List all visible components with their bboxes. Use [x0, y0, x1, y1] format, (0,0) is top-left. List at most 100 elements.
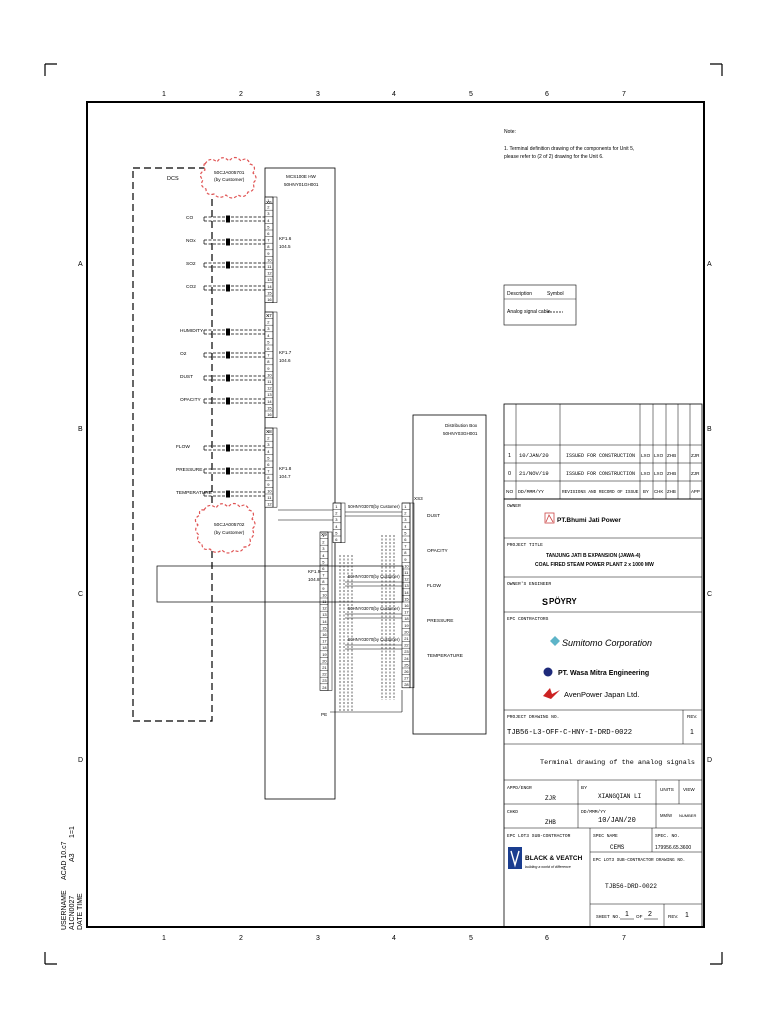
- note-line-2: please refer to (2 of 2) drawing for the…: [504, 154, 604, 160]
- terminal-block-x8-terminal-5: 5: [267, 455, 270, 460]
- revision-table: 1 10/JAN/20 ISSUED FOR CONSTRUCTION LXO …: [503, 403, 703, 500]
- terminal-block-x9-top-terminal-3: 3: [335, 517, 338, 522]
- rev0-app: ZHB: [667, 471, 676, 476]
- rev0-date: 21/NOV/19: [519, 470, 549, 477]
- terminal-block-x6-terminal-6: 6: [267, 231, 270, 236]
- x8-label: X8: [266, 429, 272, 434]
- rev2-value: 1: [685, 912, 689, 919]
- project-label: PROJECT TITLE: [507, 542, 543, 548]
- grid-col-6: 6: [545, 91, 549, 98]
- terminal-block-x7-terminal-3: 3: [267, 326, 270, 331]
- terminal-block-x9-terminal-2: 2: [322, 540, 325, 545]
- terminal-block-x9-terminal-13: 13: [322, 612, 327, 617]
- rev0-by: LXO: [641, 471, 651, 476]
- kf7-label: KF1.7: [279, 350, 292, 355]
- drawing-title: Terminal drawing of the analog signals: [540, 759, 695, 767]
- margin-line-5: 1=1: [69, 826, 76, 838]
- terminal-block-xs3-terminal-10: 10: [404, 563, 409, 568]
- terminal-block-xs3-terminal-27: 27: [404, 676, 409, 681]
- dcs-signal-c-2: PRESSURE: [176, 467, 202, 473]
- rev-header-no: NO: [506, 489, 513, 495]
- kf6b-label: 104.5: [279, 244, 291, 249]
- terminal-block-x8-terminal-8: 8: [267, 475, 270, 480]
- terminal-block-x9-terminal-15: 15: [322, 625, 327, 630]
- rev1-desc: ISSUED FOR CONSTRUCTION: [566, 453, 635, 459]
- distribution-tag: 50HNY03GH001: [443, 431, 478, 436]
- grid-col-4: 4: [392, 91, 396, 98]
- terminal-block-x8-terminal-1: 1: [267, 429, 270, 434]
- sheet-of: OF: [636, 914, 643, 919]
- terminal-block-x9-top-relay: [340, 502, 346, 543]
- terminal-block-xs3-terminal-25: 25: [404, 662, 409, 667]
- engineer-label: OWNER'S ENGINEER: [507, 581, 551, 587]
- terminal-block-xs3-terminal-1: 1: [404, 504, 407, 509]
- grid-row-b-right: B: [707, 426, 712, 433]
- terminal-block-xs3-terminal-23: 23: [404, 649, 409, 654]
- cabinet-tag: 50HNY01GH001: [284, 182, 319, 187]
- terminal-block-xs3-terminal-13: 13: [404, 583, 409, 588]
- margin-stamp: USERNAME ACAD 10.c7 A1CN0027 A3 1=1 DATE…: [61, 826, 84, 930]
- rev0-chk: LXO: [654, 471, 664, 476]
- drawing-number: TJB56-L3-OFF-C-HNY-I-DRD-0022: [507, 729, 632, 737]
- terminal-block-x6-terminal-16: 16: [267, 297, 272, 302]
- grid-col-6-bottom: 6: [545, 935, 549, 942]
- cloud-top-line-1: 50CJA005701: [214, 170, 245, 176]
- terminal-block-x9-terminal-22: 22: [322, 672, 327, 677]
- terminal-block-xs3-terminal-7: 7: [404, 544, 407, 549]
- cable-b-2-shield: [226, 351, 230, 359]
- pe-label: PE: [321, 712, 327, 717]
- engineer-name: PÖYRY: [549, 597, 577, 606]
- shield-loop-box: [156, 565, 404, 603]
- rev1-no: 1: [508, 453, 511, 459]
- terminal-block-x7-terminal-8: 8: [267, 359, 270, 364]
- engineer-s: S: [542, 597, 548, 607]
- chkd-label: CHKD: [507, 809, 518, 815]
- customer-cloud-top: 50CJA005701 (by Customer): [199, 156, 257, 199]
- terminal-block-xs3-terminal-22: 22: [404, 643, 409, 648]
- date-label: DD/MMM/YY: [581, 809, 606, 815]
- distribution-signal-4: PRESSURE: [427, 618, 453, 624]
- interbox-cable-label-4: 50HNY03070(by Customer): [348, 637, 400, 642]
- rev1-date: 10/JAN/20: [519, 452, 549, 459]
- terminal-block-xs3-terminal-18: 18: [404, 616, 409, 621]
- cloud-bottom-line-1: 50CJA005702: [214, 522, 245, 528]
- kf9-label: KF1.9: [308, 569, 321, 574]
- terminal-block-x9-terminal-17: 17: [322, 639, 327, 644]
- rev2-label: REV.: [668, 914, 678, 919]
- terminal-block-xs3-terminal-15: 15: [404, 596, 409, 601]
- crop-marks: [44, 63, 723, 965]
- subcontractor-tag: building a world of difference: [525, 865, 571, 869]
- cable-b-4-shield: [226, 397, 230, 405]
- units-value: MM/W: [660, 813, 672, 818]
- legend-analog-cable: Analog signal cable: [507, 309, 551, 315]
- rev0-appr: ZJR: [691, 471, 700, 476]
- wasa-logo-icon: [543, 667, 553, 677]
- terminal-block-xs3-terminal-28: 28: [404, 682, 409, 687]
- terminal-block-x7-terminal-5: 5: [267, 339, 270, 344]
- dcs-signal-a-3: SO2: [186, 261, 196, 267]
- rev0-desc: ISSUED FOR CONSTRUCTION: [566, 471, 635, 477]
- cable-a-3-shield: [226, 261, 230, 269]
- terminal-block-x9-terminal-18: 18: [322, 645, 327, 650]
- grid-col-2: 2: [239, 91, 243, 98]
- dcs-signal-b-4: OPACITY: [180, 397, 202, 403]
- terminal-block-x8-terminal-11: 11: [267, 495, 272, 500]
- dcs-signal-b-2: O2: [180, 351, 187, 357]
- legend-table: Description Symbol Analog signal cable: [503, 284, 577, 326]
- terminal-block-x9-top-terminal-4: 4: [335, 524, 338, 529]
- grid-col-7: 7: [622, 91, 626, 98]
- terminal-block-x7-terminal-10: 10: [267, 372, 272, 377]
- dcs-signal-c-3: TEMPERATURE: [176, 490, 212, 496]
- margin-line-1: USERNAME: [61, 890, 68, 930]
- terminal-block-x7-terminal-4: 4: [267, 333, 270, 338]
- rev-header-app: ZHB: [667, 489, 676, 494]
- subdwg-label: EPC LOT3 SUB-CONTRACTOR DRAWING NO.: [593, 858, 685, 863]
- terminal-block-x9-top-terminal-6: 6: [335, 537, 338, 542]
- rev1-by: LXO: [641, 453, 651, 458]
- grid-col-2-bottom: 2: [239, 935, 243, 942]
- cable-b-3-shield: [226, 374, 230, 382]
- legend-symbol: Symbol: [547, 291, 564, 297]
- interbox-cable-label-1: 50HNY03070(by Customer): [348, 504, 400, 509]
- appd-value: ZJR: [545, 795, 556, 802]
- terminal-block-x9-terminal-21: 21: [322, 665, 327, 670]
